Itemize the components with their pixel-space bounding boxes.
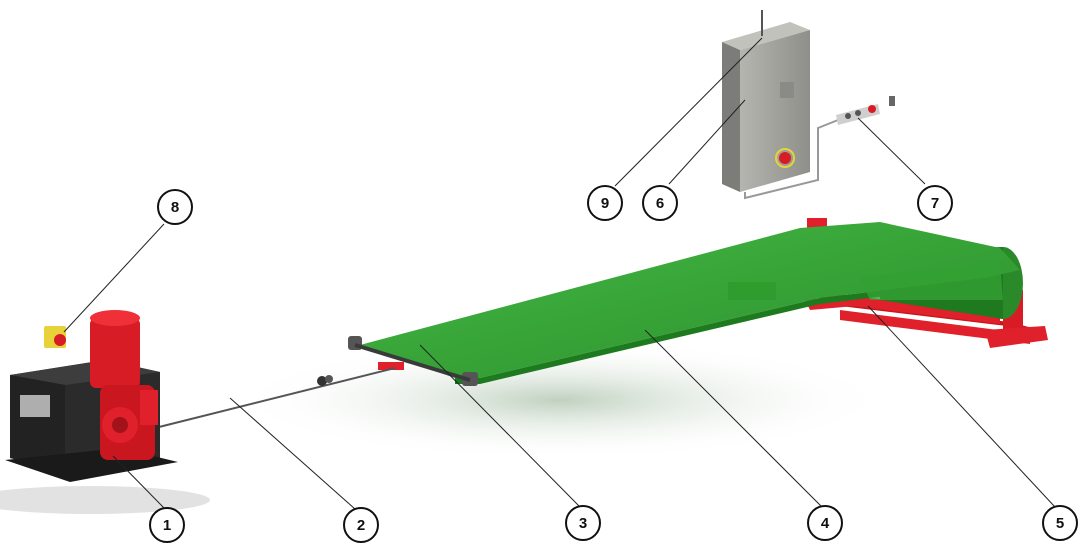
- leader-2: [229, 397, 356, 510]
- pendant-control: [836, 96, 895, 125]
- callout-4-label: 4: [821, 515, 830, 532]
- callout-9: 9: [587, 185, 623, 221]
- callout-3-label: 3: [579, 515, 587, 532]
- callout-7-label: 7: [931, 195, 939, 212]
- callout-1: 1: [149, 507, 185, 543]
- leader-8: [63, 223, 165, 333]
- drive-cable: [154, 367, 396, 429]
- conveyor-belt: [360, 222, 1023, 384]
- leader-lines: [63, 37, 1056, 510]
- leader-1: [112, 455, 166, 510]
- callout-5: 5: [1042, 505, 1078, 541]
- callout-2: 2: [343, 507, 379, 543]
- callout-1-label: 1: [163, 517, 171, 534]
- callout-6: 6: [642, 185, 678, 221]
- leader-7: [857, 117, 926, 185]
- emergency-stop-box: [44, 326, 66, 348]
- drive-unit: [5, 310, 178, 482]
- callout-9-label: 9: [601, 195, 609, 212]
- leader-9: [614, 37, 763, 187]
- callout-6-label: 6: [656, 195, 664, 212]
- callout-3: 3: [565, 505, 601, 541]
- tail-end-roller: [348, 336, 478, 386]
- callout-7: 7: [917, 185, 953, 221]
- callout-2-label: 2: [357, 517, 365, 534]
- callout-8: 8: [157, 189, 193, 225]
- leader-6: [668, 99, 746, 185]
- callout-8-label: 8: [171, 199, 179, 216]
- leader-4: [644, 329, 823, 508]
- callout-5-label: 5: [1056, 515, 1064, 532]
- control-cabinet: [722, 10, 839, 200]
- callout-4: 4: [807, 505, 843, 541]
- leader-5: [867, 305, 1056, 508]
- leader-3: [419, 344, 581, 508]
- base-shadow: [0, 486, 210, 514]
